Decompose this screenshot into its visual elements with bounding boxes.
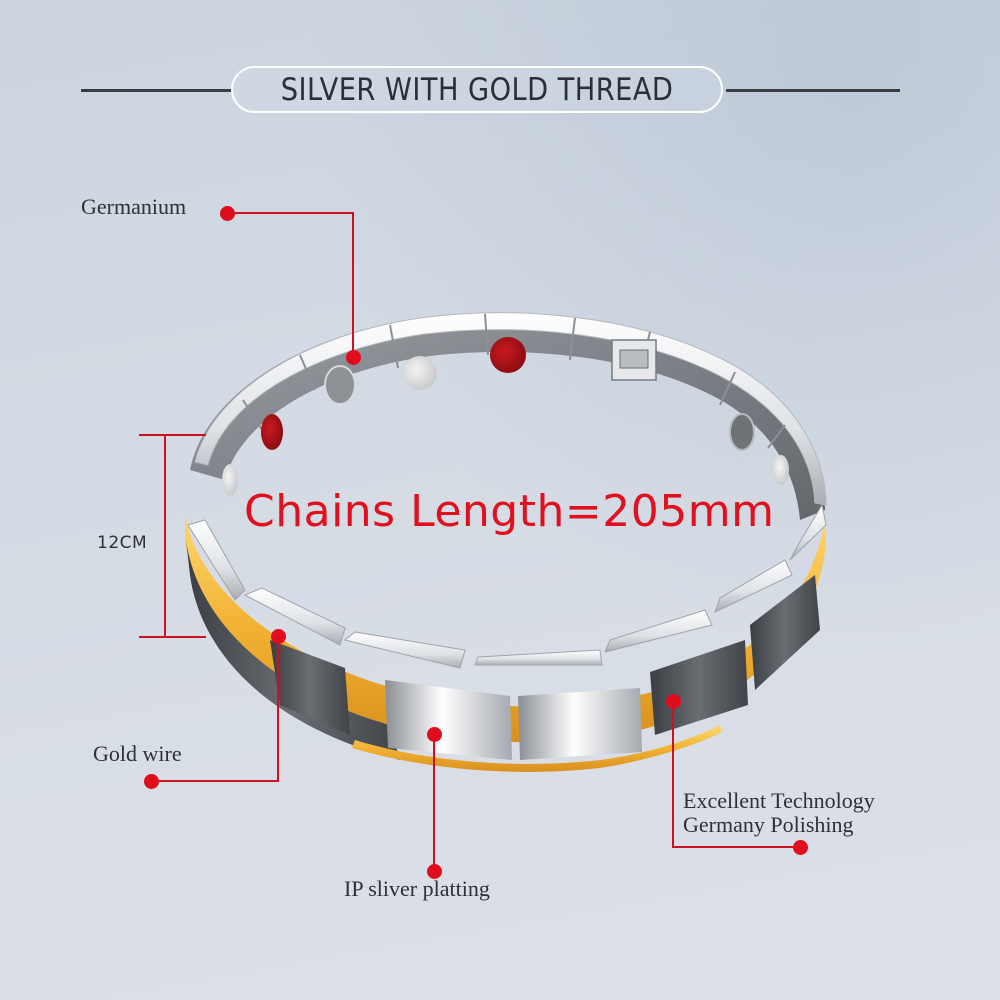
gold-wire-dot <box>144 774 159 789</box>
germanium-leader-h <box>227 212 354 214</box>
technology-target-dot <box>666 694 681 709</box>
ip-silver-target-dot <box>427 727 442 742</box>
technology-dot <box>793 840 808 855</box>
dimension-top-tick <box>139 434 206 436</box>
chain-length-headline: Chains Length=205mm <box>244 486 775 537</box>
dimension-bottom-tick <box>139 636 206 638</box>
technology-leader-h <box>672 846 800 848</box>
ip-silver-label: IP sliver platting <box>344 876 490 901</box>
germanium-target-dot <box>346 350 361 365</box>
technology-label-line2: Germany Polishing <box>683 812 854 837</box>
technology-label-line1: Excellent Technology <box>683 788 875 813</box>
gold-wire-target-dot <box>271 629 286 644</box>
germanium-label: Germanium <box>81 194 187 219</box>
gold-wire-label: Gold wire <box>93 741 182 766</box>
page-title: SILVER WITH GOLD THREAD <box>280 71 674 108</box>
dimension-label: 12CM <box>97 533 148 553</box>
title-badge: SILVER WITH GOLD THREAD <box>231 66 723 113</box>
ip-silver-leader-v <box>433 735 435 871</box>
gold-wire-leader-h <box>152 780 279 782</box>
germanium-leader-v <box>352 212 354 356</box>
gold-wire-leader-v <box>277 637 279 782</box>
ip-silver-dot <box>427 864 442 879</box>
title-rule-left <box>81 89 233 92</box>
technology-leader-v <box>672 702 674 848</box>
dimension-vertical <box>164 434 166 638</box>
title-rule-right <box>726 89 900 92</box>
